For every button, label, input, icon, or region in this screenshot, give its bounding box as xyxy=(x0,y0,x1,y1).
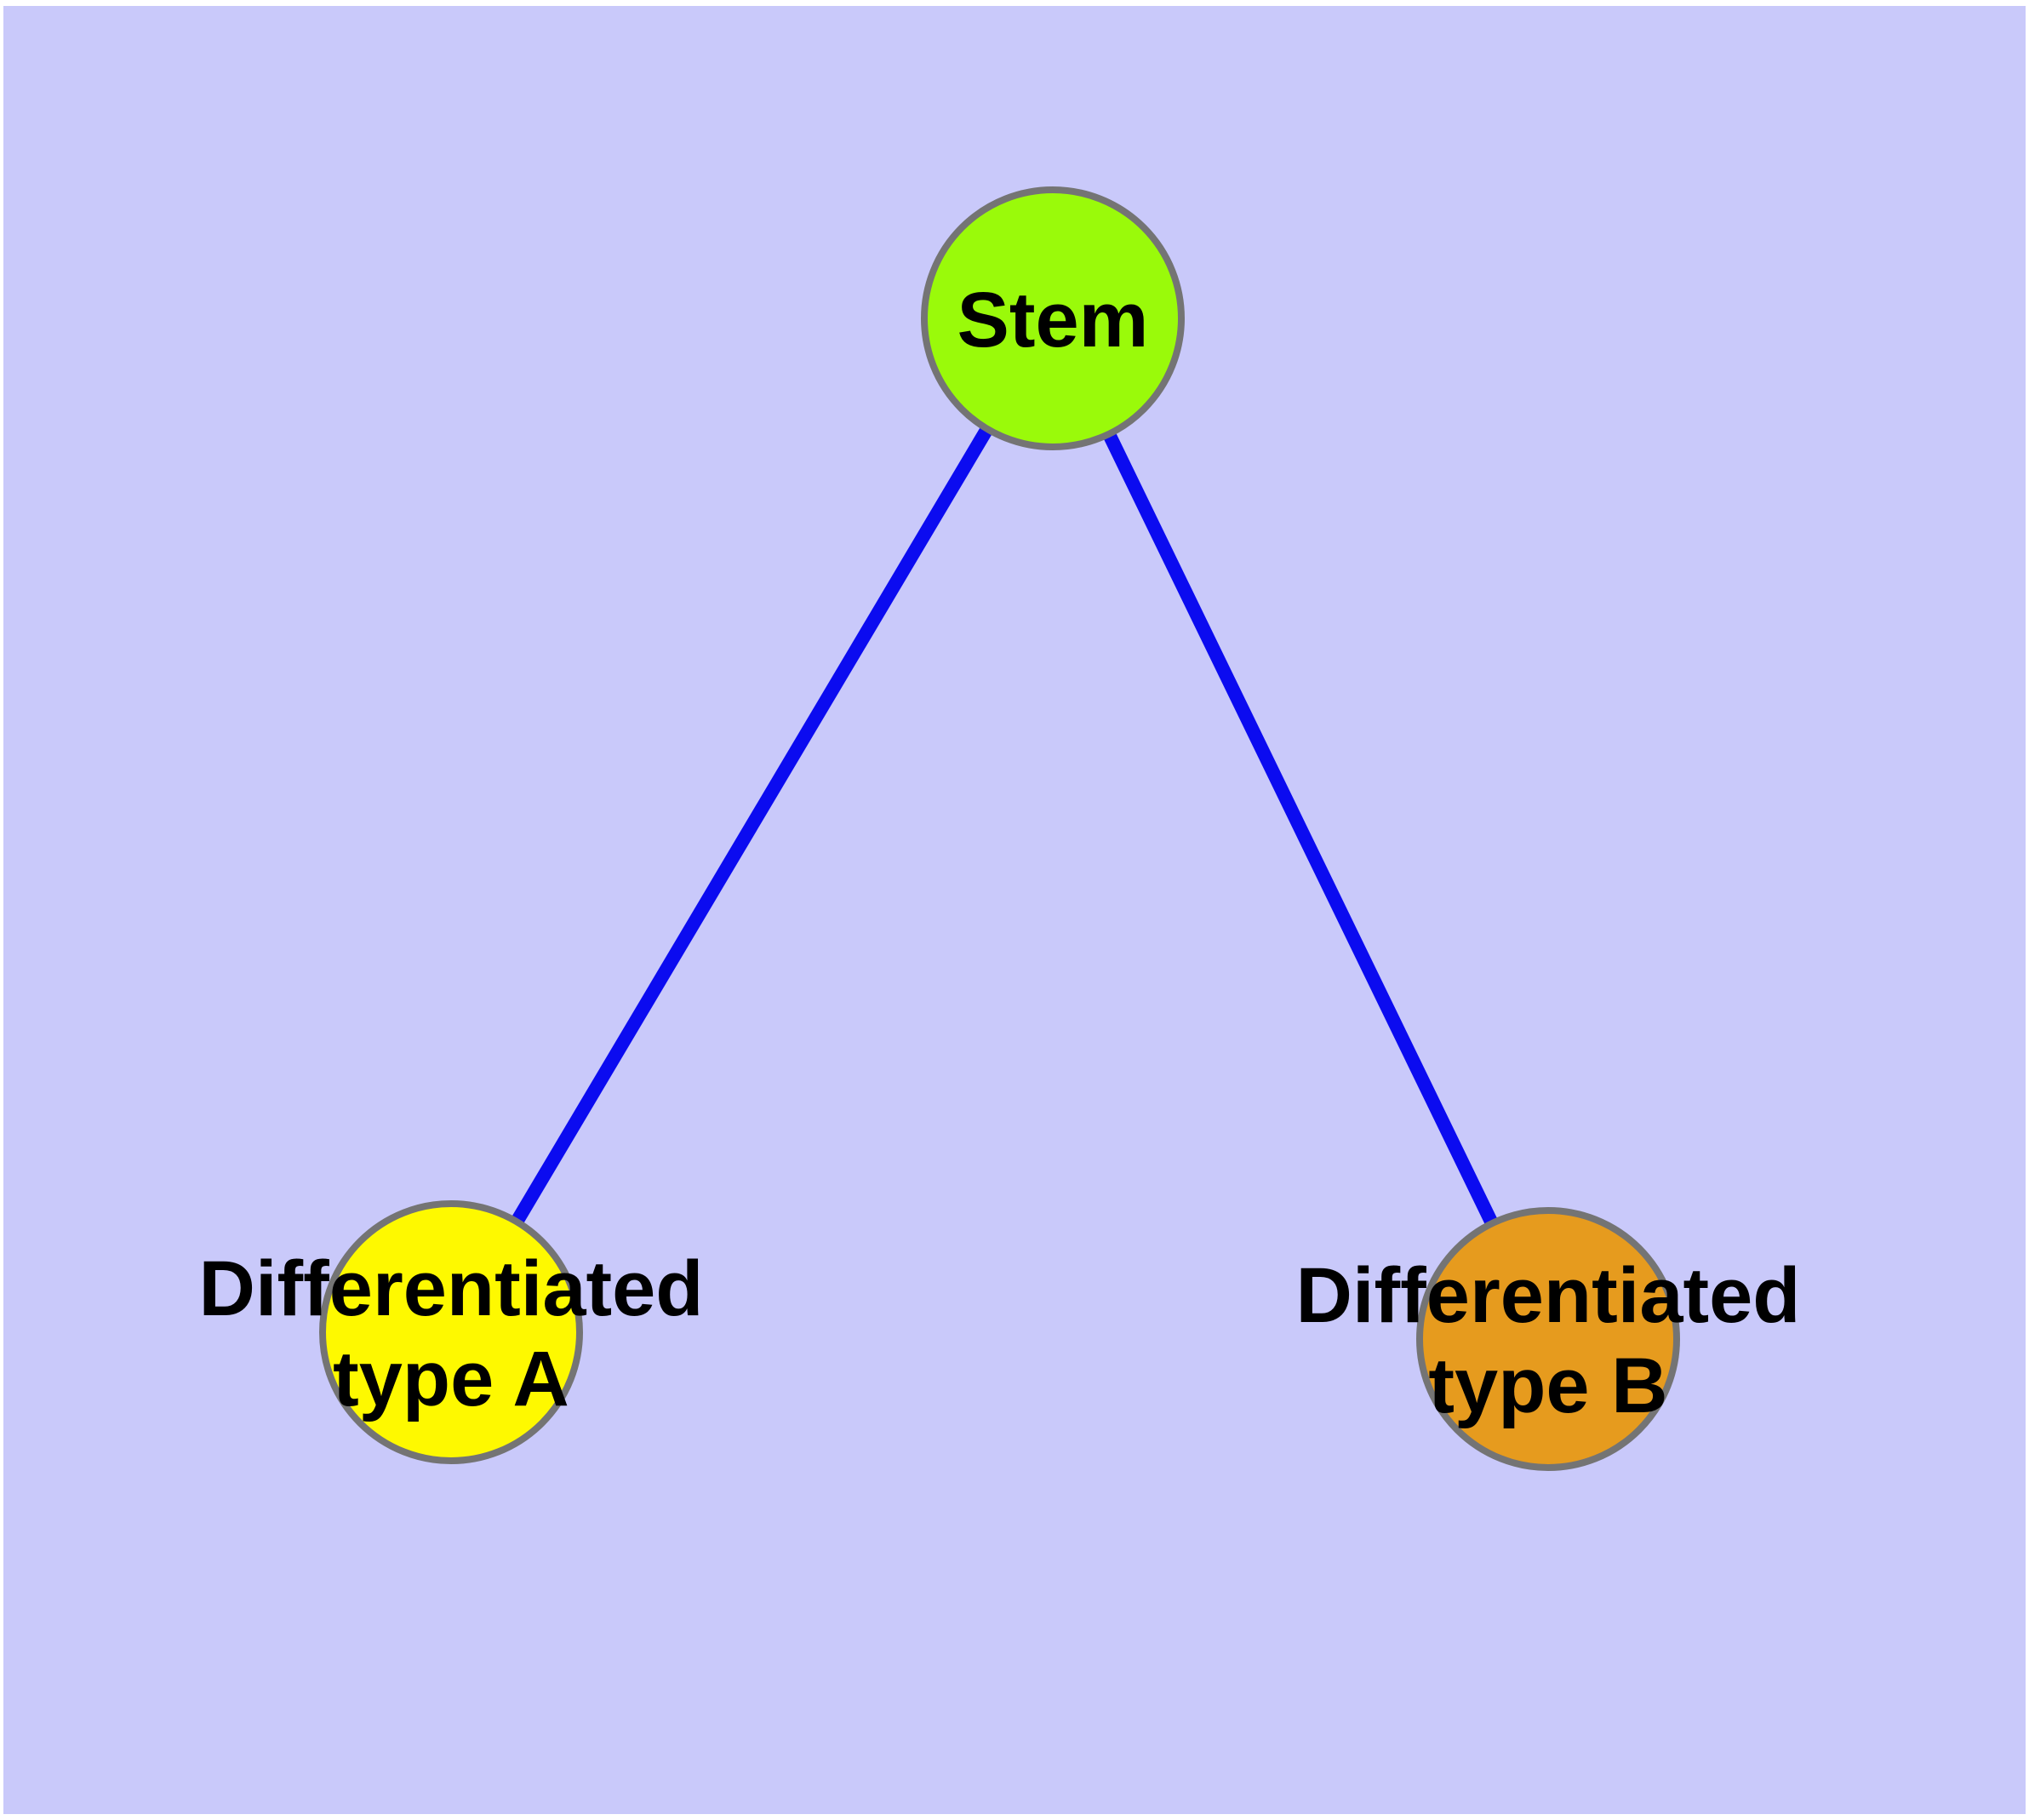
node-differentiated-type-a-circle xyxy=(319,1200,583,1464)
node-differentiated-type-a-label-line2: type A xyxy=(333,1336,569,1422)
node-stem-circle xyxy=(921,186,1185,450)
node-differentiated-type-a-label-line1: Differentiated xyxy=(199,1245,704,1332)
edge-stem-to-type-a xyxy=(445,314,1059,1336)
node-stem-label: Stem xyxy=(957,277,1149,363)
node-differentiated-type-b-label-line2: type B xyxy=(1428,1342,1667,1429)
edge-stem-to-type-b xyxy=(1046,315,1555,1342)
node-differentiated-type-b-circle xyxy=(1416,1207,1680,1471)
node-differentiated-type-b-label-line1: Differentiated xyxy=(1296,1252,1801,1339)
